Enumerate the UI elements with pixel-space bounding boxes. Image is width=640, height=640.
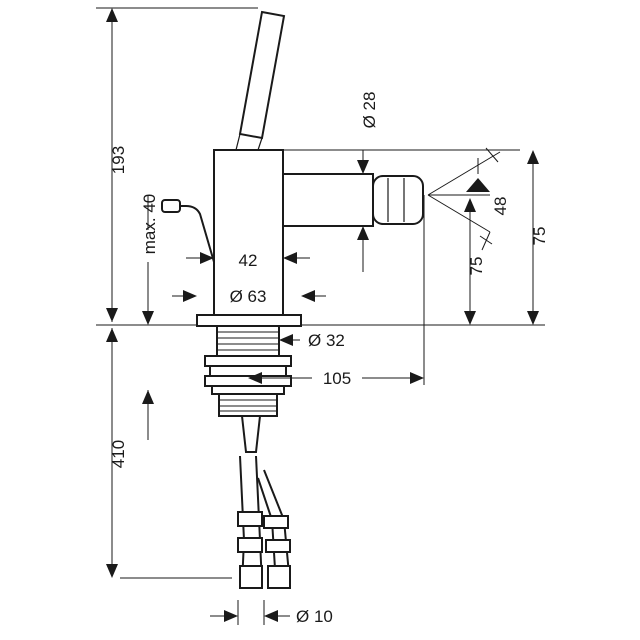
dimension-lines bbox=[106, 8, 539, 622]
lever-handle bbox=[238, 10, 286, 140]
label-75-outer: 75 bbox=[530, 227, 549, 246]
label-193: 193 bbox=[109, 146, 128, 174]
label-dia-63: Ø 63 bbox=[230, 287, 267, 306]
label-75-inner: 75 bbox=[467, 257, 486, 276]
extension-lines bbox=[96, 7, 545, 625]
spout bbox=[282, 173, 374, 227]
base-plate bbox=[196, 314, 302, 327]
tap-outline bbox=[161, 10, 424, 589]
label-410: 410 bbox=[109, 440, 128, 468]
aerator bbox=[372, 175, 424, 225]
label-dia-10: Ø 10 bbox=[296, 607, 333, 626]
label-48: 48 bbox=[491, 197, 510, 216]
tap-body bbox=[213, 149, 284, 316]
flexible-hoses bbox=[237, 455, 291, 589]
label-dia-28: Ø 28 bbox=[360, 92, 379, 129]
label-42: 42 bbox=[239, 251, 258, 270]
pop-up-rod bbox=[168, 205, 215, 263]
label-105: 105 bbox=[323, 369, 351, 388]
dimension-labels: 193 max. 40 Ø 28 42 Ø 63 Ø 32 105 48 75 … bbox=[109, 92, 549, 626]
label-dia-32: Ø 32 bbox=[308, 331, 345, 350]
label-max-40: max. 40 bbox=[140, 194, 159, 254]
threaded-shank bbox=[204, 325, 292, 417]
